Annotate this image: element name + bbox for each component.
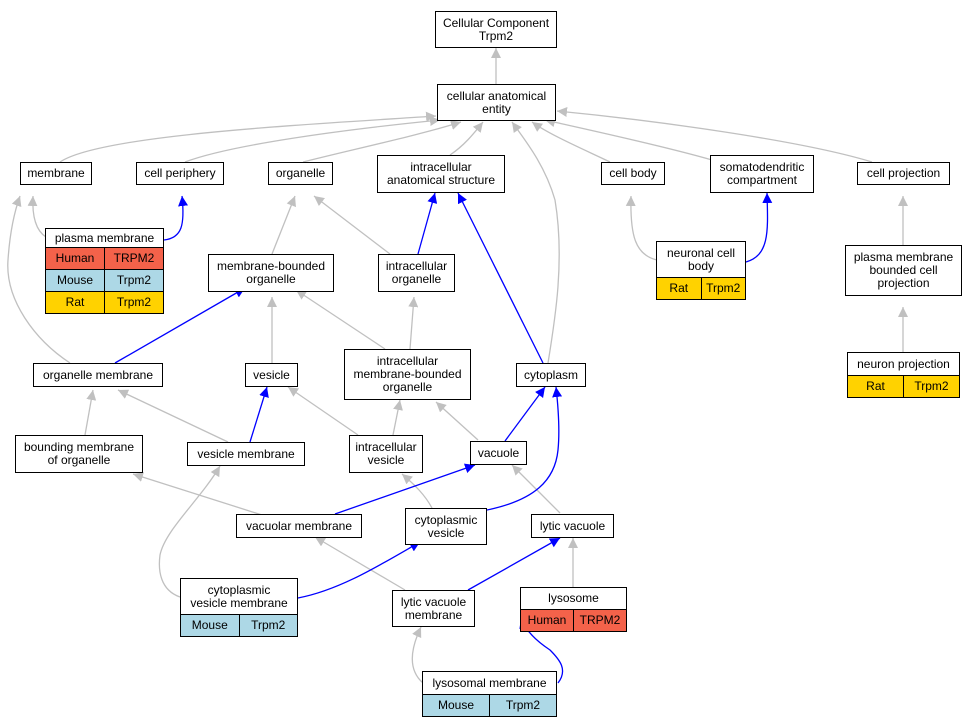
node-vacuole[interactable]: vacuole [470, 441, 527, 465]
node-somatodendritic-compartment[interactable]: somatodendritic compartment [710, 155, 814, 193]
species-row-rat: Rat Trpm2 [657, 277, 745, 299]
node-organelle[interactable]: organelle [268, 162, 333, 185]
edge-lysmem-lvm [411, 626, 424, 684]
species-row-mouse: Mouse Trpm2 [423, 694, 556, 716]
edge-cellproj-cae [556, 106, 873, 163]
node-vacuolar-membrane[interactable]: vacuolar membrane [236, 514, 362, 538]
node-membrane-bounded-organelle[interactable]: membrane-bounded organelle [208, 254, 334, 292]
node-lysosome[interactable]: lysosome Human TRPM2 [520, 587, 627, 632]
edge-cytoplasm-cae [511, 121, 560, 364]
node-neuronal-cell-body[interactable]: neuronal cell body Rat Trpm2 [656, 241, 746, 300]
node-vesicle[interactable]: vesicle [245, 363, 298, 387]
edge-vacmem-vacuole [334, 463, 476, 515]
node-cell-body[interactable]: cell body [601, 162, 665, 185]
edge-cytoves-cytoplasm [486, 386, 563, 511]
edge-cytoplasm-ias [457, 192, 544, 364]
node-organelle-membrane[interactable]: organelle membrane [33, 363, 163, 387]
node-lysosomal-membrane[interactable]: lysosomal membrane Mouse Trpm2 [422, 671, 557, 717]
node-intracellular-organelle[interactable]: intracellular organelle [378, 254, 455, 292]
species-row-human: Human TRPM2 [521, 609, 626, 631]
species-row-mouse: Mouse Trpm2 [181, 614, 297, 636]
edge-lvm-vacmem [314, 536, 406, 591]
edge-intraves-imbo [392, 399, 403, 436]
edge-plasma-membrane [27, 195, 47, 238]
edge-vacuole-imbo [435, 401, 479, 441]
edge-bmo-orgmem [84, 389, 97, 436]
edge-imbo-intraorg [408, 296, 419, 350]
edge-orgmem-mbo [114, 287, 246, 364]
edge-ncb-somato [745, 192, 773, 263]
edge-vacuole-cytoplasm [504, 386, 546, 442]
node-lytic-vacuole[interactable]: lytic vacuole [531, 514, 614, 538]
edge-cellperiphery-cae [184, 116, 441, 163]
node-cytoplasmic-vesicle-membrane[interactable]: cytoplasmic vesicle membrane Mouse Trpm2 [180, 578, 298, 637]
node-bounding-membrane-of-organelle[interactable]: bounding membrane of organelle [15, 435, 143, 473]
edge-lvm-lytvac [467, 537, 561, 591]
edge-cvm-cytoves [297, 541, 421, 599]
species-row-mouse: Mouse Trpm2 [46, 269, 163, 291]
node-cell-projection[interactable]: cell projection [857, 162, 950, 185]
edge-plasma-cellperiphery [163, 195, 189, 241]
edge-ncb-cellbody [625, 195, 658, 261]
edge-lytvac-vacuole [511, 464, 561, 514]
edge-mbo-organelle [271, 195, 296, 255]
species-row-human: Human TRPM2 [46, 247, 163, 269]
node-plasma-membrane[interactable]: plasma membrane Human TRPM2 Mouse Trpm2 … [45, 228, 164, 314]
node-lytic-vacuole-membrane[interactable]: lytic vacuole membrane [392, 590, 475, 627]
edge-somato-cae [544, 117, 713, 161]
species-row-rat: Rat Trpm2 [46, 291, 163, 313]
edge-vacmem-bmo [132, 472, 263, 516]
node-intracellular-anatomical-structure[interactable]: intracellular anatomical structure [377, 155, 505, 193]
edge-intraorg-ias [417, 192, 438, 255]
edge-orgmem-membrane [7, 195, 71, 364]
node-intracellular-vesicle[interactable]: intracellular vesicle [349, 435, 423, 473]
edge-vesmem-orgmem [117, 389, 229, 443]
edge-organelle-cae [302, 120, 462, 163]
node-cytoplasm[interactable]: cytoplasm [516, 363, 586, 387]
node-cellular-component-root[interactable]: Cellular Component Trpm2 [435, 11, 557, 48]
edge-ias-cae [449, 121, 484, 156]
edge-cellbody-cae [531, 121, 611, 163]
edge-membrane-cae [59, 111, 437, 163]
edge-cytoves-intraves [401, 473, 433, 509]
edge-intraves-vesicle [287, 386, 359, 436]
node-plasma-membrane-bounded-cell-projection[interactable]: plasma membrane bounded cell projection [845, 245, 962, 296]
species-row-rat: Rat Trpm2 [848, 375, 959, 397]
node-cellular-anatomical-entity[interactable]: cellular anatomical entity [437, 84, 556, 121]
edge-cvm-vesmem [158, 465, 221, 598]
node-cytoplasmic-vesicle[interactable]: cytoplasmic vesicle [405, 508, 487, 545]
edge-imbo-mbo [295, 289, 386, 350]
node-neuron-projection[interactable]: neuron projection Rat Trpm2 [847, 352, 960, 398]
node-cell-periphery[interactable]: cell periphery [136, 162, 224, 185]
edge-intraorg-organelle [313, 195, 391, 255]
node-membrane[interactable]: membrane [20, 162, 92, 185]
node-vesicle-membrane[interactable]: vesicle membrane [187, 442, 305, 466]
edge-vesmem-vesicle [249, 386, 269, 443]
node-intracellular-membrane-bounded-organelle[interactable]: intracellular membrane-bounded organelle [344, 349, 471, 400]
